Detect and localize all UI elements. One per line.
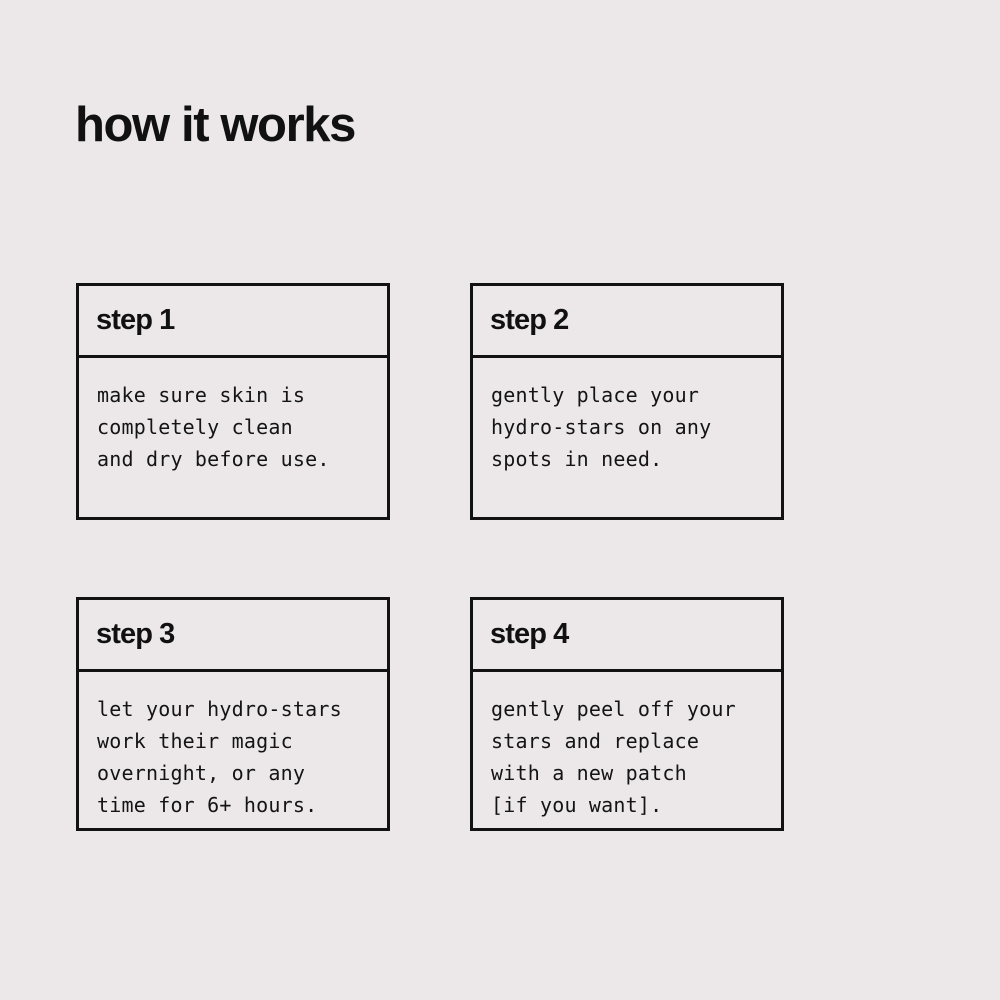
step-card-title-4: step 4 [490,618,569,650]
steps-grid: step 1 make sure skin is completely clea… [76,283,787,831]
step-card-header-1: step 1 [79,286,387,358]
step-card-title-2: step 2 [490,304,569,336]
step-card-title-1: step 1 [96,304,175,336]
step-card-header-4: step 4 [473,600,781,672]
step-card-title-3: step 3 [96,618,175,650]
page-title: how it works [75,98,356,152]
step-card-header-3: step 3 [79,600,387,672]
step-card-text-3: let your hydro-stars work their magic ov… [97,697,342,817]
step-card-4: step 4 gently peel off your stars and re… [470,597,784,831]
step-card-2: step 2 gently place your hydro-stars on … [470,283,784,520]
step-card-body-1: make sure skin is completely clean and d… [79,358,387,517]
step-card-body-2: gently place your hydro-stars on any spo… [473,358,781,517]
step-card-text-1: make sure skin is completely clean and d… [97,383,330,471]
step-card-body-4: gently peel off your stars and replace w… [473,672,781,828]
step-card-header-2: step 2 [473,286,781,358]
step-card-text-2: gently place your hydro-stars on any spo… [491,383,712,471]
step-card-3: step 3 let your hydro-stars work their m… [76,597,390,831]
step-card-1: step 1 make sure skin is completely clea… [76,283,390,520]
step-card-text-4: gently peel off your stars and replace w… [491,697,736,817]
step-card-body-3: let your hydro-stars work their magic ov… [79,672,387,828]
